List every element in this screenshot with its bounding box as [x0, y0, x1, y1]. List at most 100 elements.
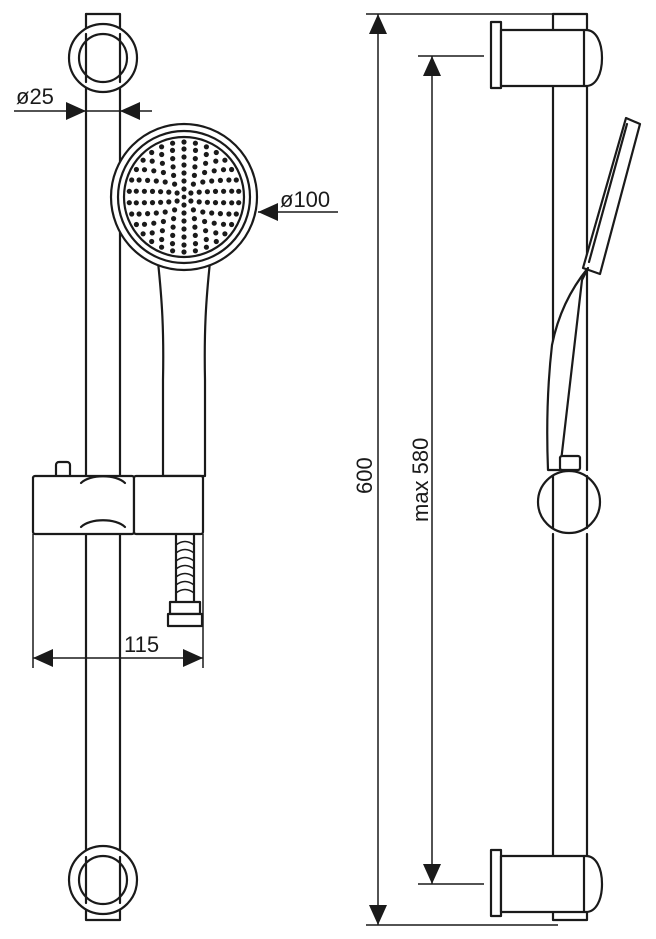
nozzle-dot	[129, 211, 135, 217]
nozzle-dot	[166, 189, 172, 195]
rail-diameter-label: ø25	[16, 84, 54, 109]
nozzle-dot	[181, 139, 187, 145]
bracket-offset-label: 115	[124, 632, 159, 657]
nozzle-dot	[236, 200, 242, 206]
nozzle-dot	[213, 149, 219, 156]
nozzle-dot	[192, 224, 198, 230]
nozzle-dot	[211, 168, 217, 174]
nozzle-dot	[181, 154, 187, 160]
nozzle-dot	[160, 169, 166, 176]
nozzle-dot	[181, 194, 187, 200]
nozzle-dot	[209, 178, 215, 184]
nozzle-dot	[153, 210, 159, 216]
nozzle-dot	[202, 169, 208, 176]
nozzle-dot	[236, 188, 242, 194]
nozzle-dot	[233, 177, 239, 183]
nozzle-dot	[226, 177, 232, 183]
front-hose	[166, 532, 204, 628]
nozzle-dot	[151, 220, 157, 226]
nozzle-dot	[149, 200, 156, 206]
nozzle-dot	[203, 160, 209, 166]
nozzle-dot	[145, 211, 151, 217]
side-view	[489, 12, 642, 922]
nozzle-dot	[149, 188, 156, 194]
nozzle-dot	[172, 181, 178, 187]
nozzle-dot	[181, 178, 187, 184]
nozzle-dot	[192, 241, 199, 247]
nozzle-dot	[229, 200, 235, 206]
nozzle-dot	[181, 202, 187, 208]
nozzle-dot	[133, 188, 139, 194]
nozzle-dot	[204, 199, 210, 205]
nozzle-dot	[188, 198, 194, 204]
nozzle-dot	[203, 236, 209, 243]
nozzle-dot	[221, 188, 227, 194]
nozzle-dot	[159, 244, 165, 250]
nozzle-dot	[203, 151, 209, 158]
nozzle-dot	[191, 172, 197, 178]
nozzle-dot	[190, 207, 196, 213]
nozzle-dot	[169, 241, 176, 247]
nozzle-dot	[200, 179, 206, 185]
nozzle-dot	[229, 166, 235, 173]
front-top-wall-bracket	[67, 22, 139, 94]
nozzle-dot	[203, 228, 209, 234]
nozzle-dot	[151, 168, 157, 174]
nozzle-dot	[129, 177, 135, 183]
nozzle-dot	[181, 249, 187, 255]
nozzle-dot	[192, 232, 198, 238]
nozzle-dot	[233, 211, 239, 217]
nozzle-dot	[159, 228, 165, 234]
nozzle-dot	[136, 177, 142, 183]
nozzle-dot	[170, 164, 176, 170]
nozzle-dot	[181, 186, 187, 192]
dimension-bracket-offset: 115	[32, 534, 204, 668]
nozzle-dot	[192, 248, 198, 254]
nozzle-dot	[149, 149, 155, 156]
nozzle-dot	[200, 209, 206, 215]
nozzle-dot	[158, 189, 164, 195]
nozzle-dot	[169, 147, 176, 153]
nozzle-dot	[211, 220, 217, 226]
nozzle-dot	[141, 221, 148, 227]
nozzle-dot	[181, 242, 187, 248]
nozzle-dot	[145, 177, 151, 183]
nozzle-dot	[229, 188, 235, 194]
nozzle-dot	[229, 221, 235, 228]
nozzle-dot	[159, 236, 165, 243]
nozzle-dot	[171, 172, 177, 178]
nozzle-dot	[192, 164, 198, 170]
nozzle-dot	[192, 156, 198, 162]
nozzle-dot	[140, 231, 146, 237]
nozzle-dot	[141, 188, 147, 194]
nozzle-dot	[126, 200, 132, 206]
nozzle-dot	[212, 200, 219, 206]
dimension-total-height: 600	[352, 13, 558, 926]
nozzle-dot	[181, 146, 187, 152]
nozzle-dot	[170, 156, 176, 162]
nozzle-dot	[192, 140, 198, 146]
nozzle-dot	[196, 189, 202, 195]
max-adjust-label: max 580	[408, 438, 433, 522]
nozzle-dot	[196, 199, 202, 205]
nozzle-dot	[160, 218, 166, 225]
nozzle-dot	[162, 179, 168, 185]
nozzle-dot	[181, 218, 187, 224]
dimension-rail-diameter: ø25	[14, 84, 152, 120]
nozzle-dot	[141, 167, 148, 173]
side-top-wall-bracket	[489, 20, 604, 90]
nozzle-dot	[188, 190, 194, 196]
nozzle-dot	[126, 188, 132, 194]
nozzle-dot	[170, 248, 176, 254]
front-view	[31, 12, 259, 922]
nozzle-dot	[217, 211, 223, 217]
front-hand-shower	[109, 122, 259, 478]
nozzle-dot	[170, 140, 176, 146]
nozzle-dot	[222, 231, 228, 237]
nozzle-dot	[213, 158, 219, 164]
nozzle-dot	[222, 157, 228, 163]
nozzle-dot	[190, 181, 196, 187]
nozzle-dot	[159, 160, 165, 166]
nozzle-dot	[213, 238, 219, 245]
